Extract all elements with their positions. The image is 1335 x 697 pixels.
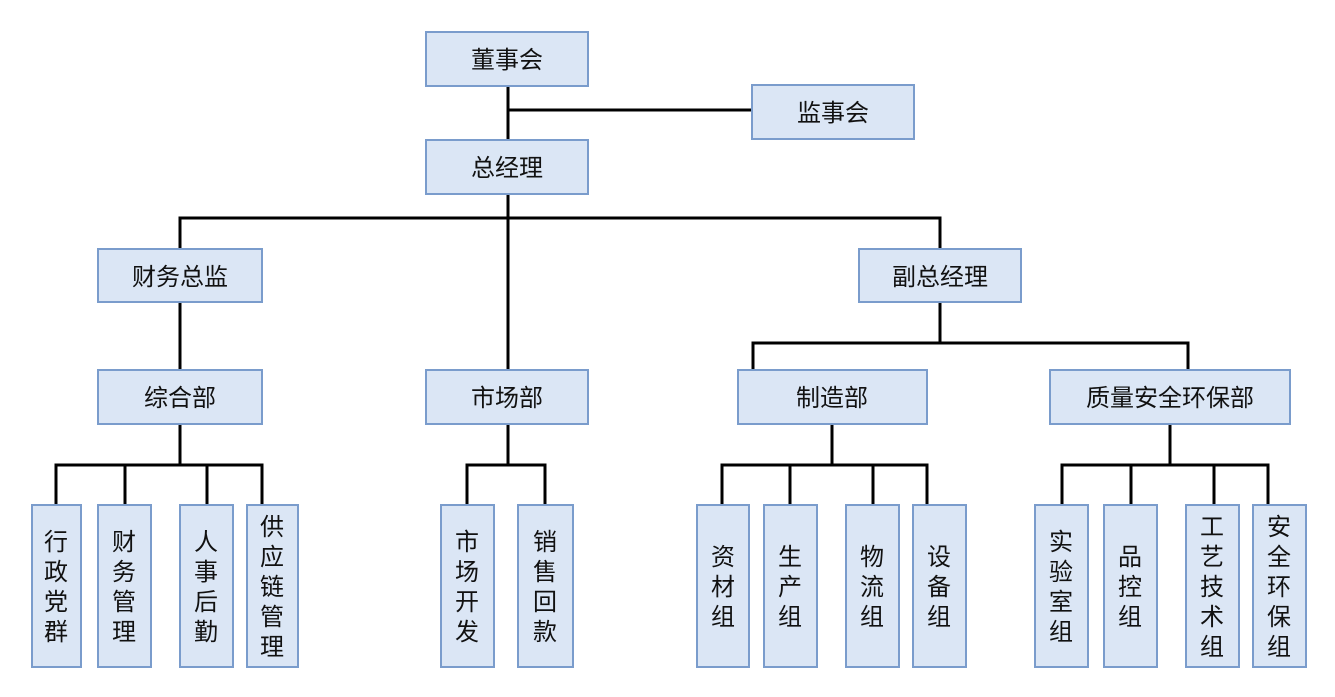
node-general-dept: 综合部 <box>97 369 263 425</box>
leaf-qc: 品控组 <box>1103 504 1158 668</box>
leaf-logistics: 物流组 <box>845 504 900 668</box>
connector-mfg-children <box>720 422 929 507</box>
leaf-process: 工艺技术组 <box>1185 504 1240 668</box>
svg-text:设备组: 设备组 <box>927 543 951 631</box>
svg-text:质量安全环保部: 质量安全环保部 <box>1086 384 1254 412</box>
leaf-finance: 财务管理 <box>97 504 152 668</box>
node-mfg-dept: 制造部 <box>737 369 928 425</box>
svg-text:财务管理: 财务管理 <box>112 528 136 646</box>
leaf-equipment: 设备组 <box>912 504 967 668</box>
connector-gm-bus <box>178 192 942 251</box>
connector-vgm-bus <box>751 300 1190 372</box>
svg-text:财务总监: 财务总监 <box>132 263 228 291</box>
svg-text:生产组: 生产组 <box>778 543 802 631</box>
leaf-sales: 销售回款 <box>517 504 574 668</box>
node-qse-dept: 质量安全环保部 <box>1049 369 1291 425</box>
node-market-dept: 市场部 <box>425 369 589 425</box>
leaf-supply: 供应链管理 <box>246 504 299 668</box>
svg-text:总经理: 总经理 <box>471 154 543 182</box>
svg-text:实验室组: 实验室组 <box>1049 528 1073 646</box>
svg-text:品控组: 品控组 <box>1118 543 1142 631</box>
leaf-market-dev: 市场开发 <box>440 504 495 668</box>
node-board: 董事会 <box>425 31 589 87</box>
svg-text:供应链管理: 供应链管理 <box>260 513 284 661</box>
svg-text:综合部: 综合部 <box>144 384 216 412</box>
svg-text:人事后勤: 人事后勤 <box>194 528 218 646</box>
leaf-materials: 资材组 <box>696 504 750 668</box>
leaf-safety: 安全环保组 <box>1252 504 1307 668</box>
svg-text:安全环保组: 安全环保组 <box>1267 513 1291 661</box>
svg-text:监事会: 监事会 <box>797 99 869 127</box>
node-vice-general-manager: 副总经理 <box>858 248 1022 303</box>
connector-qse-children <box>1060 422 1270 507</box>
svg-text:资材组: 资材组 <box>711 543 735 631</box>
svg-text:工艺技术组: 工艺技术组 <box>1200 513 1224 661</box>
svg-text:市场部: 市场部 <box>471 384 543 412</box>
connector-lines <box>54 84 1270 507</box>
leaf-lab: 实验室组 <box>1034 504 1089 668</box>
node-cfo: 财务总监 <box>97 248 263 303</box>
svg-text:制造部: 制造部 <box>796 384 868 412</box>
svg-text:物流组: 物流组 <box>860 543 884 631</box>
leaf-admin: 行政党群 <box>31 504 82 668</box>
svg-text:市场开发: 市场开发 <box>455 528 479 646</box>
svg-text:行政党群: 行政党群 <box>44 528 68 646</box>
node-supervisors: 监事会 <box>751 84 915 140</box>
svg-text:销售回款: 销售回款 <box>533 528 557 646</box>
node-general-manager: 总经理 <box>425 139 589 195</box>
connector-general-children <box>54 422 264 507</box>
leaf-nodes: 行政党群 财务管理 人事后勤 供应链管理 市场开发 销售回款 资材组 生产 <box>31 504 1307 668</box>
leaf-hr: 人事后勤 <box>179 504 234 668</box>
svg-text:董事会: 董事会 <box>471 46 543 74</box>
leaf-production: 生产组 <box>763 504 818 668</box>
svg-text:副总经理: 副总经理 <box>892 263 988 291</box>
connector-market-children <box>465 422 547 507</box>
